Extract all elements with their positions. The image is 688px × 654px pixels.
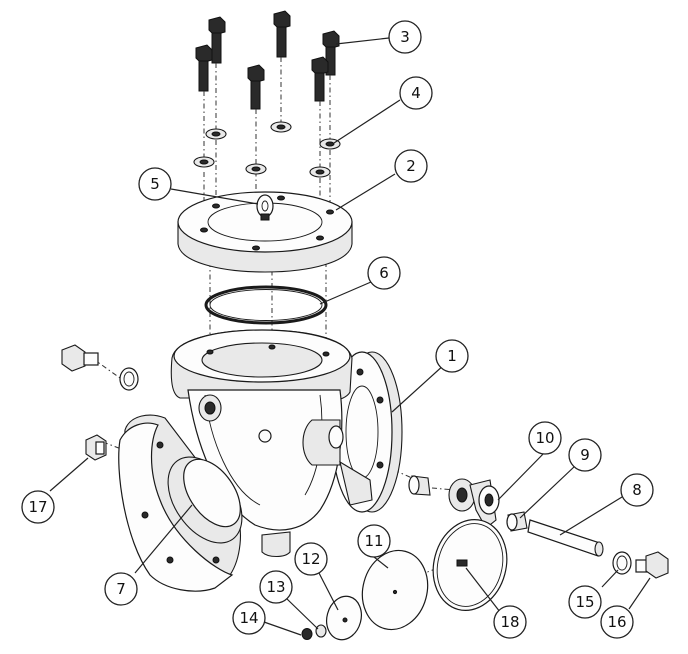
svg-text:16: 16 bbox=[607, 613, 626, 631]
disc-holder bbox=[432, 519, 508, 611]
nut bbox=[301, 628, 313, 640]
balloon-4: 4 bbox=[399, 76, 433, 110]
balloon-3: 3 bbox=[388, 20, 422, 54]
svg-text:3: 3 bbox=[400, 28, 410, 46]
inlet-flange bbox=[118, 414, 243, 592]
balloon-13: 13 bbox=[259, 570, 293, 604]
svg-text:12: 12 bbox=[301, 550, 320, 568]
svg-text:17: 17 bbox=[28, 498, 47, 516]
svg-text:4: 4 bbox=[411, 84, 421, 102]
valve-body bbox=[170, 329, 403, 558]
svg-text:14: 14 bbox=[239, 609, 258, 627]
balloon-11: 11 bbox=[357, 524, 391, 558]
plug-part-17 bbox=[85, 434, 107, 461]
svg-text:5: 5 bbox=[150, 175, 160, 193]
balloon-7: 7 bbox=[104, 572, 138, 606]
o-ring bbox=[204, 285, 328, 325]
bolt bbox=[247, 64, 265, 110]
svg-text:8: 8 bbox=[632, 481, 642, 499]
bushing bbox=[408, 475, 431, 496]
shaft bbox=[527, 519, 604, 557]
balloon-callouts: 3 4 2 5 6 1 10 9 8 17 11 7 12 13 14 18 1… bbox=[21, 20, 654, 639]
svg-text:6: 6 bbox=[379, 264, 389, 282]
svg-text:10: 10 bbox=[535, 429, 554, 447]
svg-text:9: 9 bbox=[580, 446, 590, 464]
bolt-set bbox=[195, 10, 340, 110]
svg-text:1: 1 bbox=[447, 347, 457, 365]
bolt bbox=[195, 44, 213, 92]
plug-upper bbox=[61, 344, 99, 372]
balloon-18: 18 bbox=[493, 605, 527, 639]
balloon-16: 16 bbox=[600, 605, 634, 639]
bolt bbox=[273, 10, 291, 58]
balloon-8: 8 bbox=[620, 473, 654, 507]
cover-flange bbox=[177, 191, 353, 273]
svg-text:2: 2 bbox=[406, 157, 416, 175]
balloon-5: 5 bbox=[138, 167, 172, 201]
svg-text:13: 13 bbox=[266, 578, 285, 596]
balloon-10: 10 bbox=[528, 421, 562, 455]
plug-part-16 bbox=[635, 551, 669, 579]
leader-lines bbox=[49, 37, 651, 636]
balloon-14: 14 bbox=[232, 601, 266, 635]
balloon-1: 1 bbox=[435, 339, 469, 373]
seal-ring-upper bbox=[119, 367, 139, 391]
balloon-9: 9 bbox=[568, 438, 602, 472]
balloon-6: 6 bbox=[367, 256, 401, 290]
balloon-17: 17 bbox=[21, 490, 55, 524]
bolt bbox=[311, 56, 329, 102]
lifting-eye bbox=[256, 194, 274, 221]
small-washer bbox=[315, 624, 327, 638]
lever-arm bbox=[448, 478, 500, 529]
balloon-15: 15 bbox=[568, 585, 602, 619]
balloon-12: 12 bbox=[294, 542, 328, 576]
spacer bbox=[506, 511, 528, 532]
washer-set bbox=[193, 121, 341, 178]
svg-text:11: 11 bbox=[364, 532, 383, 550]
svg-text:18: 18 bbox=[500, 613, 519, 631]
svg-text:7: 7 bbox=[116, 580, 126, 598]
svg-text:15: 15 bbox=[575, 593, 594, 611]
seal-ring-lower bbox=[612, 551, 632, 575]
balloon-2: 2 bbox=[394, 149, 428, 183]
